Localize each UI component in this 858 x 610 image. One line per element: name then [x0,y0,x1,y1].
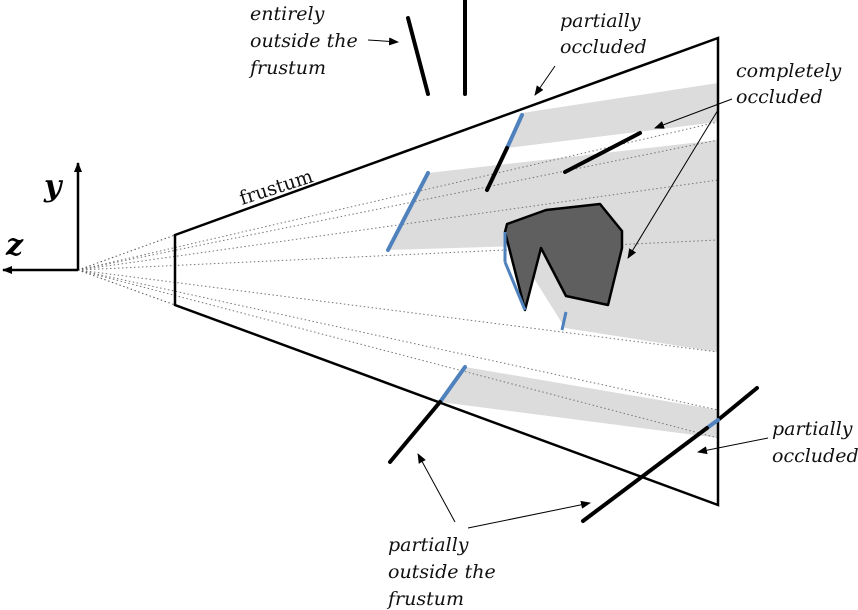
segment-top-occluded [485,146,509,192]
completely-label-2: occluded [736,86,823,108]
partial-top-label-2: occluded [560,36,647,58]
segment-right-lower [581,426,709,523]
shadow-top-segment [507,83,718,148]
z-axis-label: z [5,228,24,263]
segment-bottom-visible [438,365,467,404]
frustum-apex-top [77,234,176,271]
partial-right-label-1: partially [772,418,853,440]
frustum [77,36,720,507]
projection-rays [77,121,719,439]
segments [386,0,759,523]
occluder-visible-edges [503,232,568,331]
axes: y z [2,162,82,274]
frustum-label: frustum [237,165,316,209]
labels: frustum entirely outside the frustum par… [237,3,858,610]
occluder-shape [503,202,624,312]
outside-label-1: entirely [250,3,325,25]
segment-bottom-outside [388,400,442,464]
outside-label-2: outside the [250,30,358,52]
partial-top-label-1: partially [560,10,641,32]
partial-out-label-3: frustum [386,588,464,610]
completely-label-1: completely [736,60,842,82]
segment-right-upper [716,386,759,422]
segment-right-visible [705,418,720,430]
segment-outside-1 [406,16,430,96]
shadow-bottom-segment [440,367,718,438]
outside-label-3: frustum [248,57,326,79]
segment-left-visible [386,171,430,252]
partial-right-label-2: occluded [772,445,858,467]
partial-out-label-2: outside the [388,561,496,583]
frustum-outline [173,36,720,507]
y-axis-label: y [43,169,64,204]
partial-out-label-1: partially [388,534,469,556]
segment-top-visible [505,113,524,150]
annotation-arrows [367,37,769,529]
segment-completely-occluded [563,131,642,174]
frustum-apex-bottom [77,269,176,306]
